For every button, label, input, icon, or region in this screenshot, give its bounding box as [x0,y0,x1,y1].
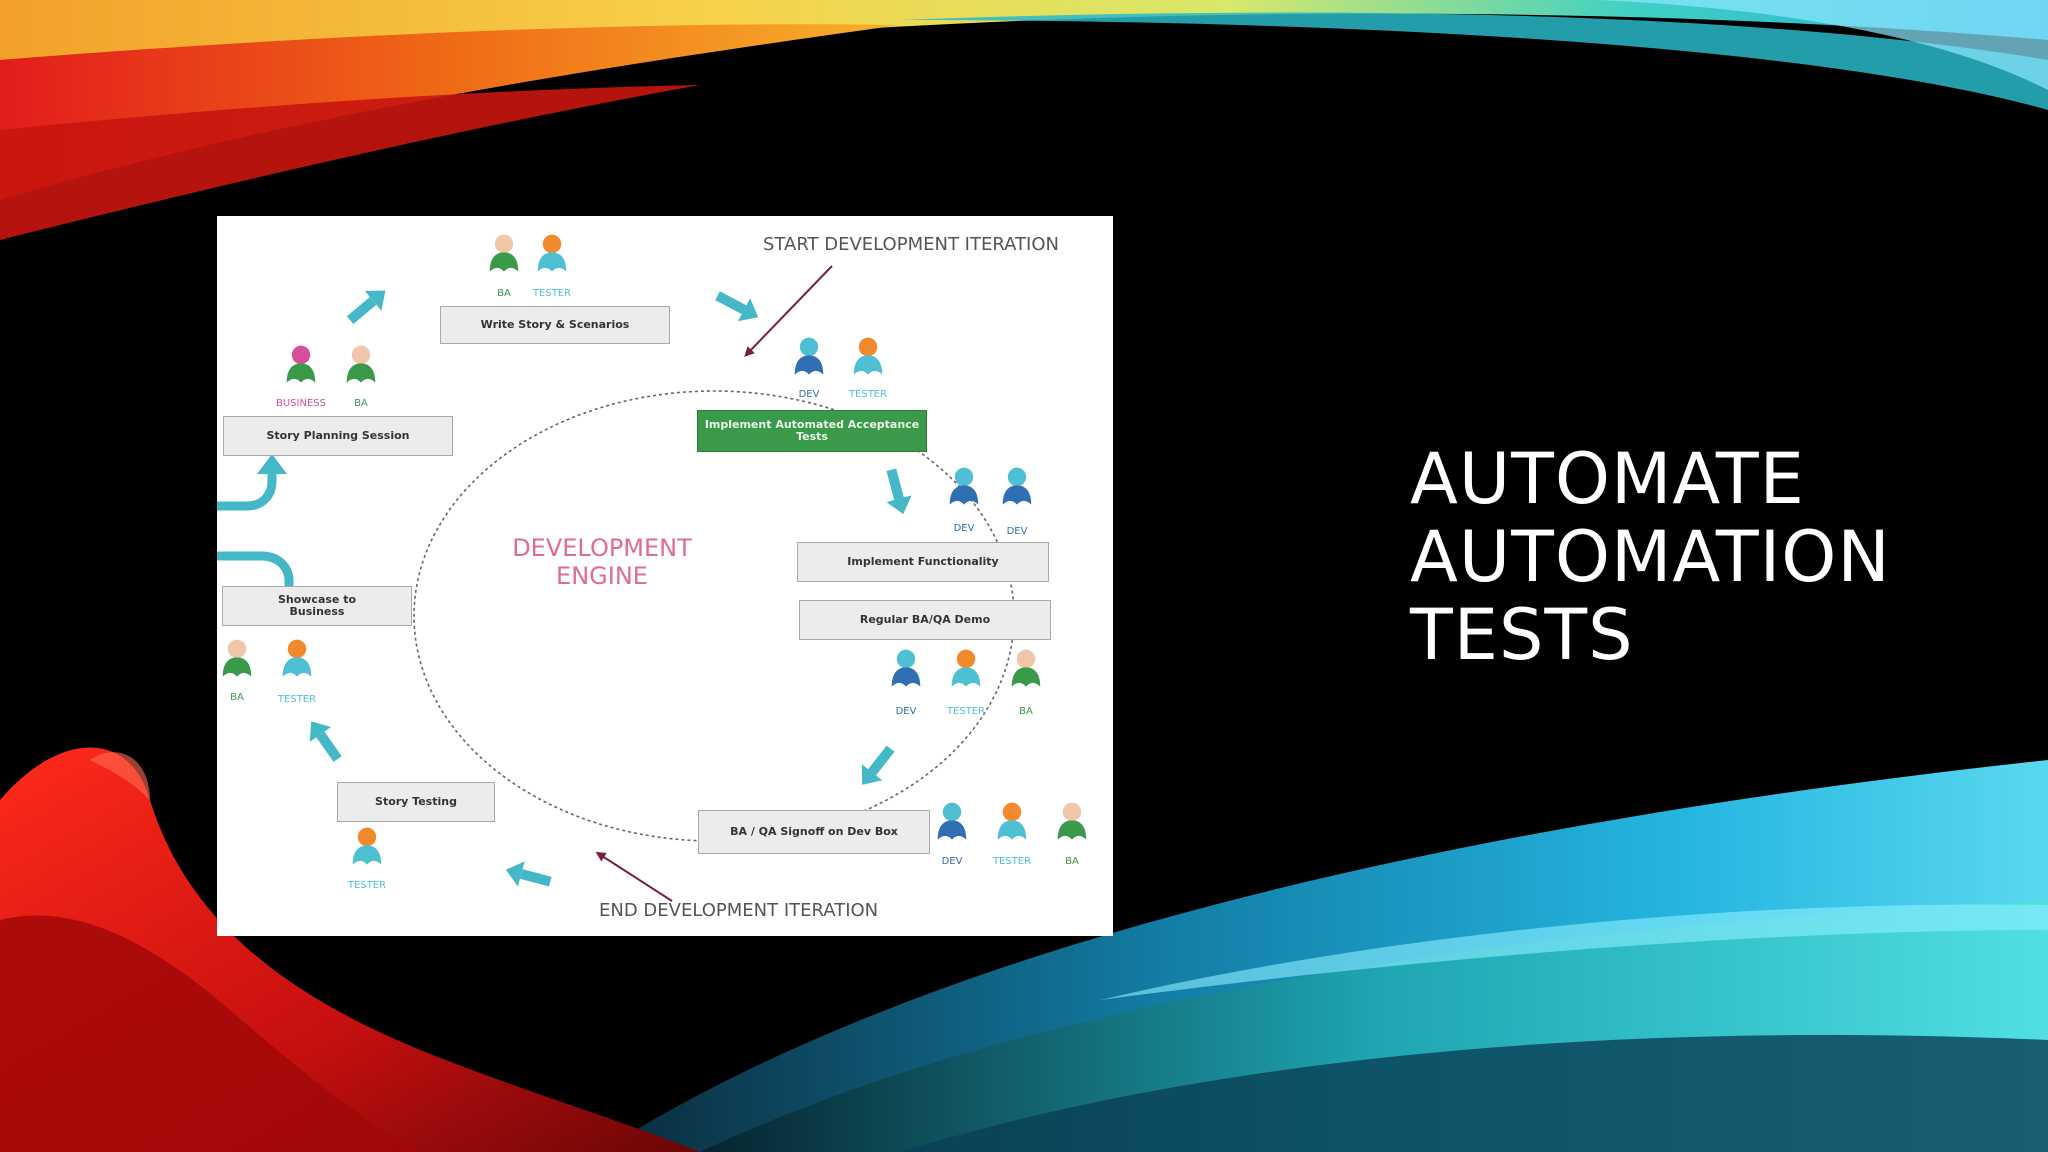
role-label: TESTER [277,694,317,705]
role-label: DEV [895,706,917,717]
end-iteration-label: END DEVELOPMENT ITERATION [599,900,879,921]
cycle-arrows [309,290,912,887]
step-regular-demo: Regular BA/QA Demo [799,600,1051,640]
business-in-arrow [217,471,277,511]
role-label: BUSINESS [276,398,326,409]
end-pointer [595,851,673,902]
role-label: DEV [953,523,975,534]
slide-title: AUTOMATE AUTOMATION TESTS [1410,440,1891,674]
role-label: DEV [1006,526,1028,537]
role-label: BA [497,288,511,299]
role-label: BA [230,692,244,703]
role-label: TESTER [992,856,1032,867]
step-signoff: BA / QA Signoff on Dev Box [698,810,930,854]
engine-line-1: DEVELOPMENT [512,534,692,562]
role-label: DEV [941,856,963,867]
step-planning: Story Planning Session [223,416,453,456]
development-engine-label: DEVELOPMENT ENGINE [472,534,732,590]
step-implement-functionality: Implement Functionality [797,542,1049,582]
start-iteration-label: START DEVELOPMENT ITERATION [763,234,1059,255]
diagram-panel: START DEVELOPMENT ITERATION END DEVELOPM… [217,216,1113,936]
role-label: TESTER [532,288,572,299]
step-implement-automated-tests: Implement Automated Acceptance Tests [697,410,927,452]
engine-line-2: ENGINE [556,562,648,590]
step-write-story: Write Story & Scenarios [440,306,670,344]
business-out-arrow [217,551,294,586]
title-line-1: AUTOMATE [1410,438,1805,520]
step-showcase: Showcase to Business [222,586,412,626]
title-line-2: AUTOMATION [1410,516,1891,598]
role-label: BA [1065,856,1079,867]
start-pointer [744,265,833,357]
role-label: BA [354,398,368,409]
step-story-testing: Story Testing [337,782,495,822]
role-label: TESTER [347,880,387,891]
role-label: DEV [798,389,820,400]
role-label: TESTER [848,389,888,400]
role-label: BA [1019,706,1033,717]
role-label: TESTER [946,706,986,717]
title-line-3: TESTS [1410,594,1634,676]
